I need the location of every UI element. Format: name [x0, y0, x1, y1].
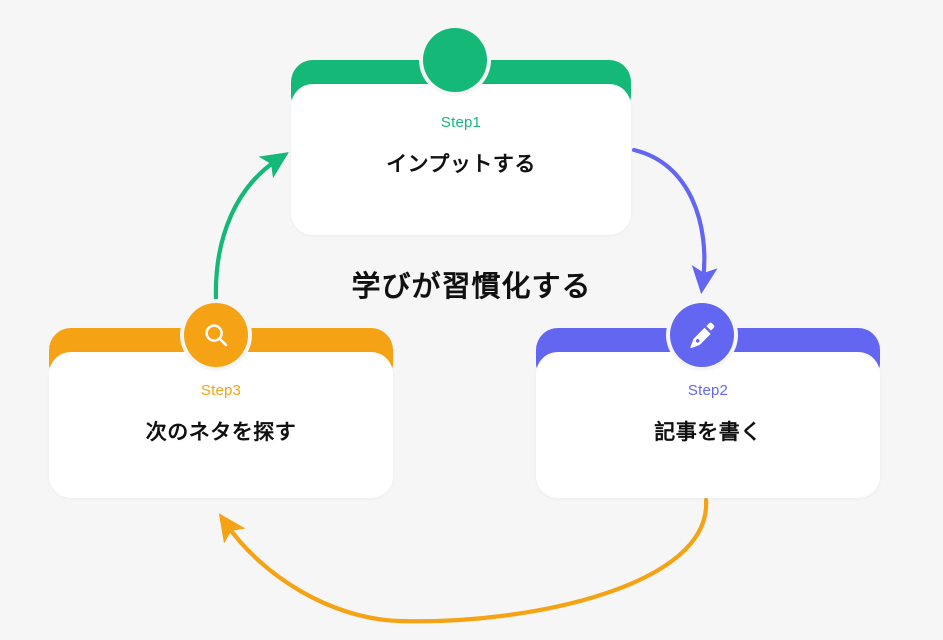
step-card-body: Step2 記事を書く	[536, 352, 880, 498]
step-card-body: Step3 次のネタを探す	[49, 352, 393, 498]
diagram-center-caption: 学びが習慣化する	[351, 271, 592, 303]
step-title: 次のネタを探す	[145, 421, 297, 444]
circle-icon	[455, 60, 456, 61]
step-badge-step3[interactable]	[184, 303, 248, 367]
step-title: インプットする	[386, 153, 536, 176]
step-badge-step1[interactable]	[423, 28, 487, 92]
search-icon	[201, 320, 231, 350]
step-label: Step3	[200, 382, 242, 399]
arrow-step1-to-step2	[631, 147, 718, 295]
step-card-body: Step1 インプットする	[291, 84, 631, 235]
step-label: Step1	[440, 114, 482, 131]
step-label: Step2	[687, 382, 729, 399]
pen-nib-icon	[686, 319, 718, 351]
arrow-step2-to-step3	[218, 497, 709, 624]
step-title: 記事を書く	[654, 421, 762, 444]
step-badge-step2[interactable]	[670, 303, 734, 367]
